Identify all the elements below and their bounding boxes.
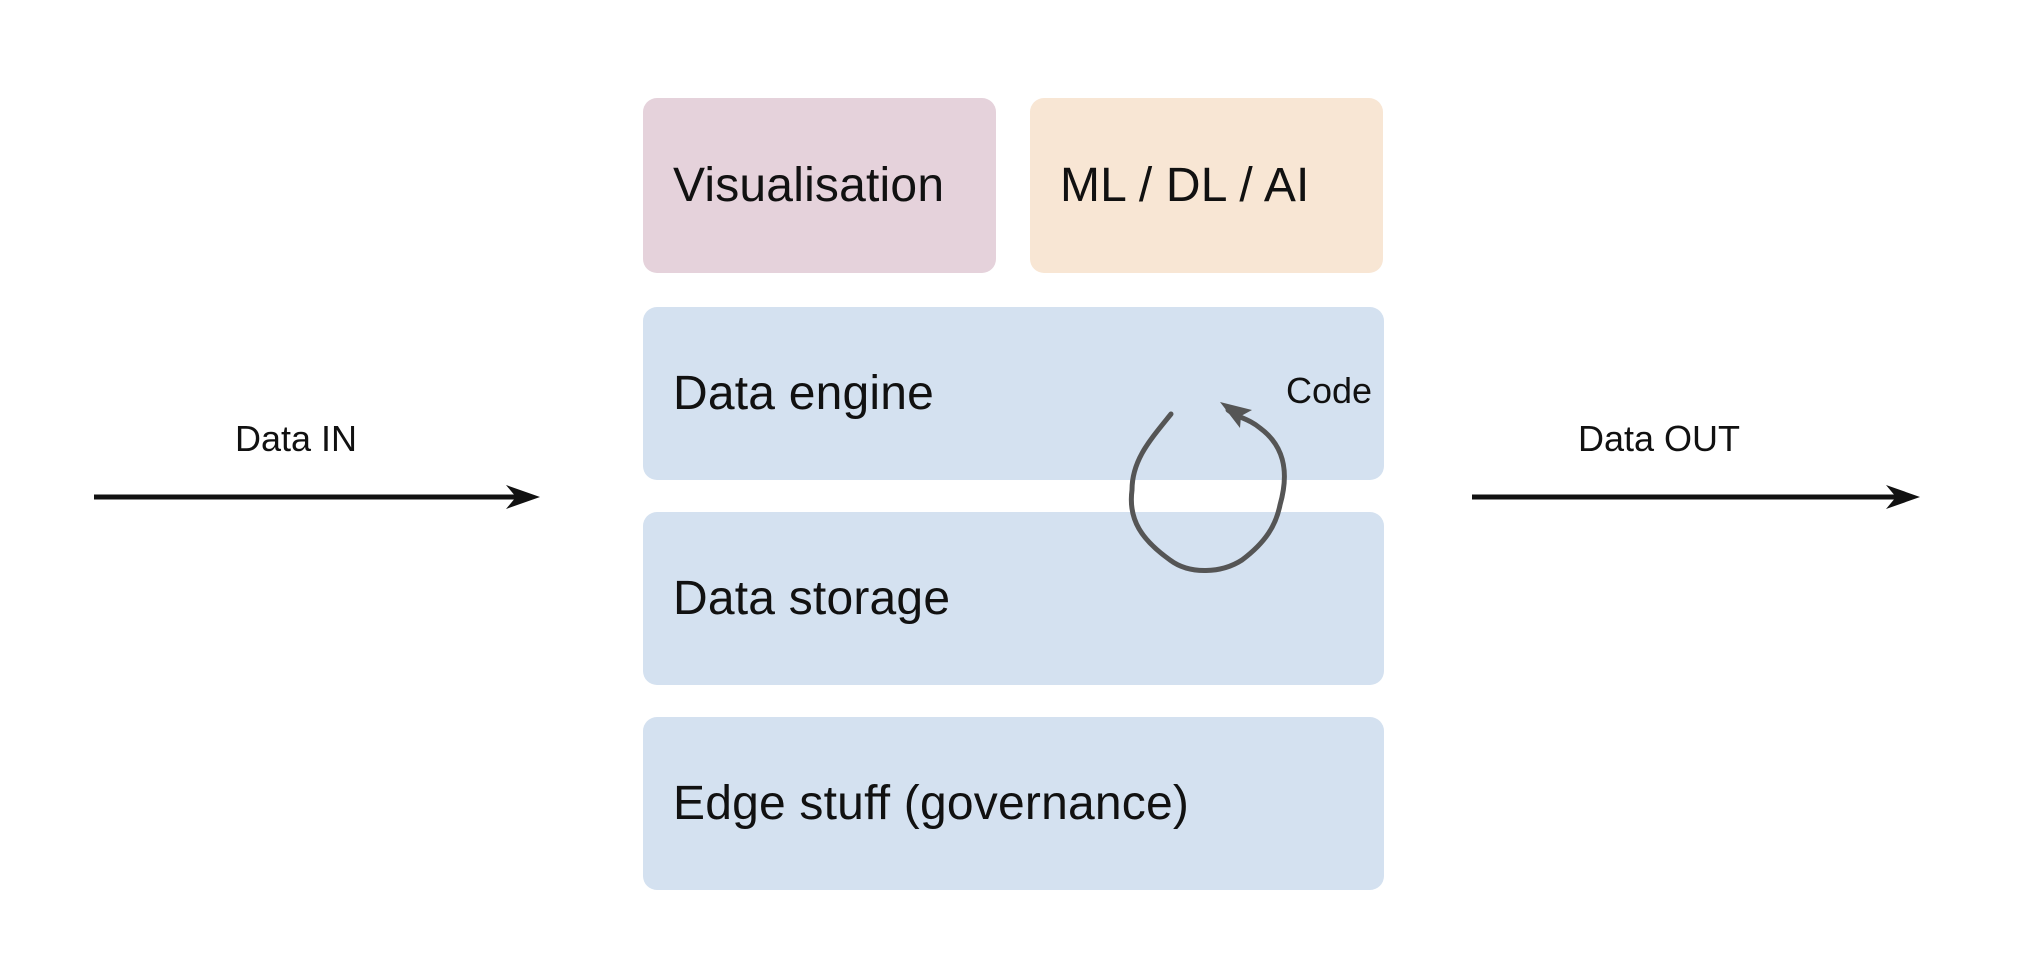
data-engine-label: Data engine — [673, 367, 935, 420]
edge-governance-block: Edge stuff (governance) — [643, 717, 1384, 890]
data-in-label: Data IN — [235, 418, 358, 459]
data-storage-label: Data storage — [673, 572, 951, 625]
visualisation-label: Visualisation — [673, 159, 945, 212]
data-engine-block: Data engine — [643, 307, 1384, 480]
data-in-arrow — [94, 485, 540, 509]
data-storage-block: Data storage — [643, 512, 1384, 685]
code-label: Code — [1286, 370, 1373, 411]
data-out-label: Data OUT — [1578, 418, 1741, 459]
ml-dl-ai-label: ML / DL / AI — [1060, 159, 1310, 212]
visualisation-block: Visualisation — [643, 98, 996, 273]
ml-dl-ai-block: ML / DL / AI — [1030, 98, 1383, 273]
data-out-arrow — [1472, 485, 1920, 509]
edge-governance-label: Edge stuff (governance) — [673, 777, 1190, 830]
